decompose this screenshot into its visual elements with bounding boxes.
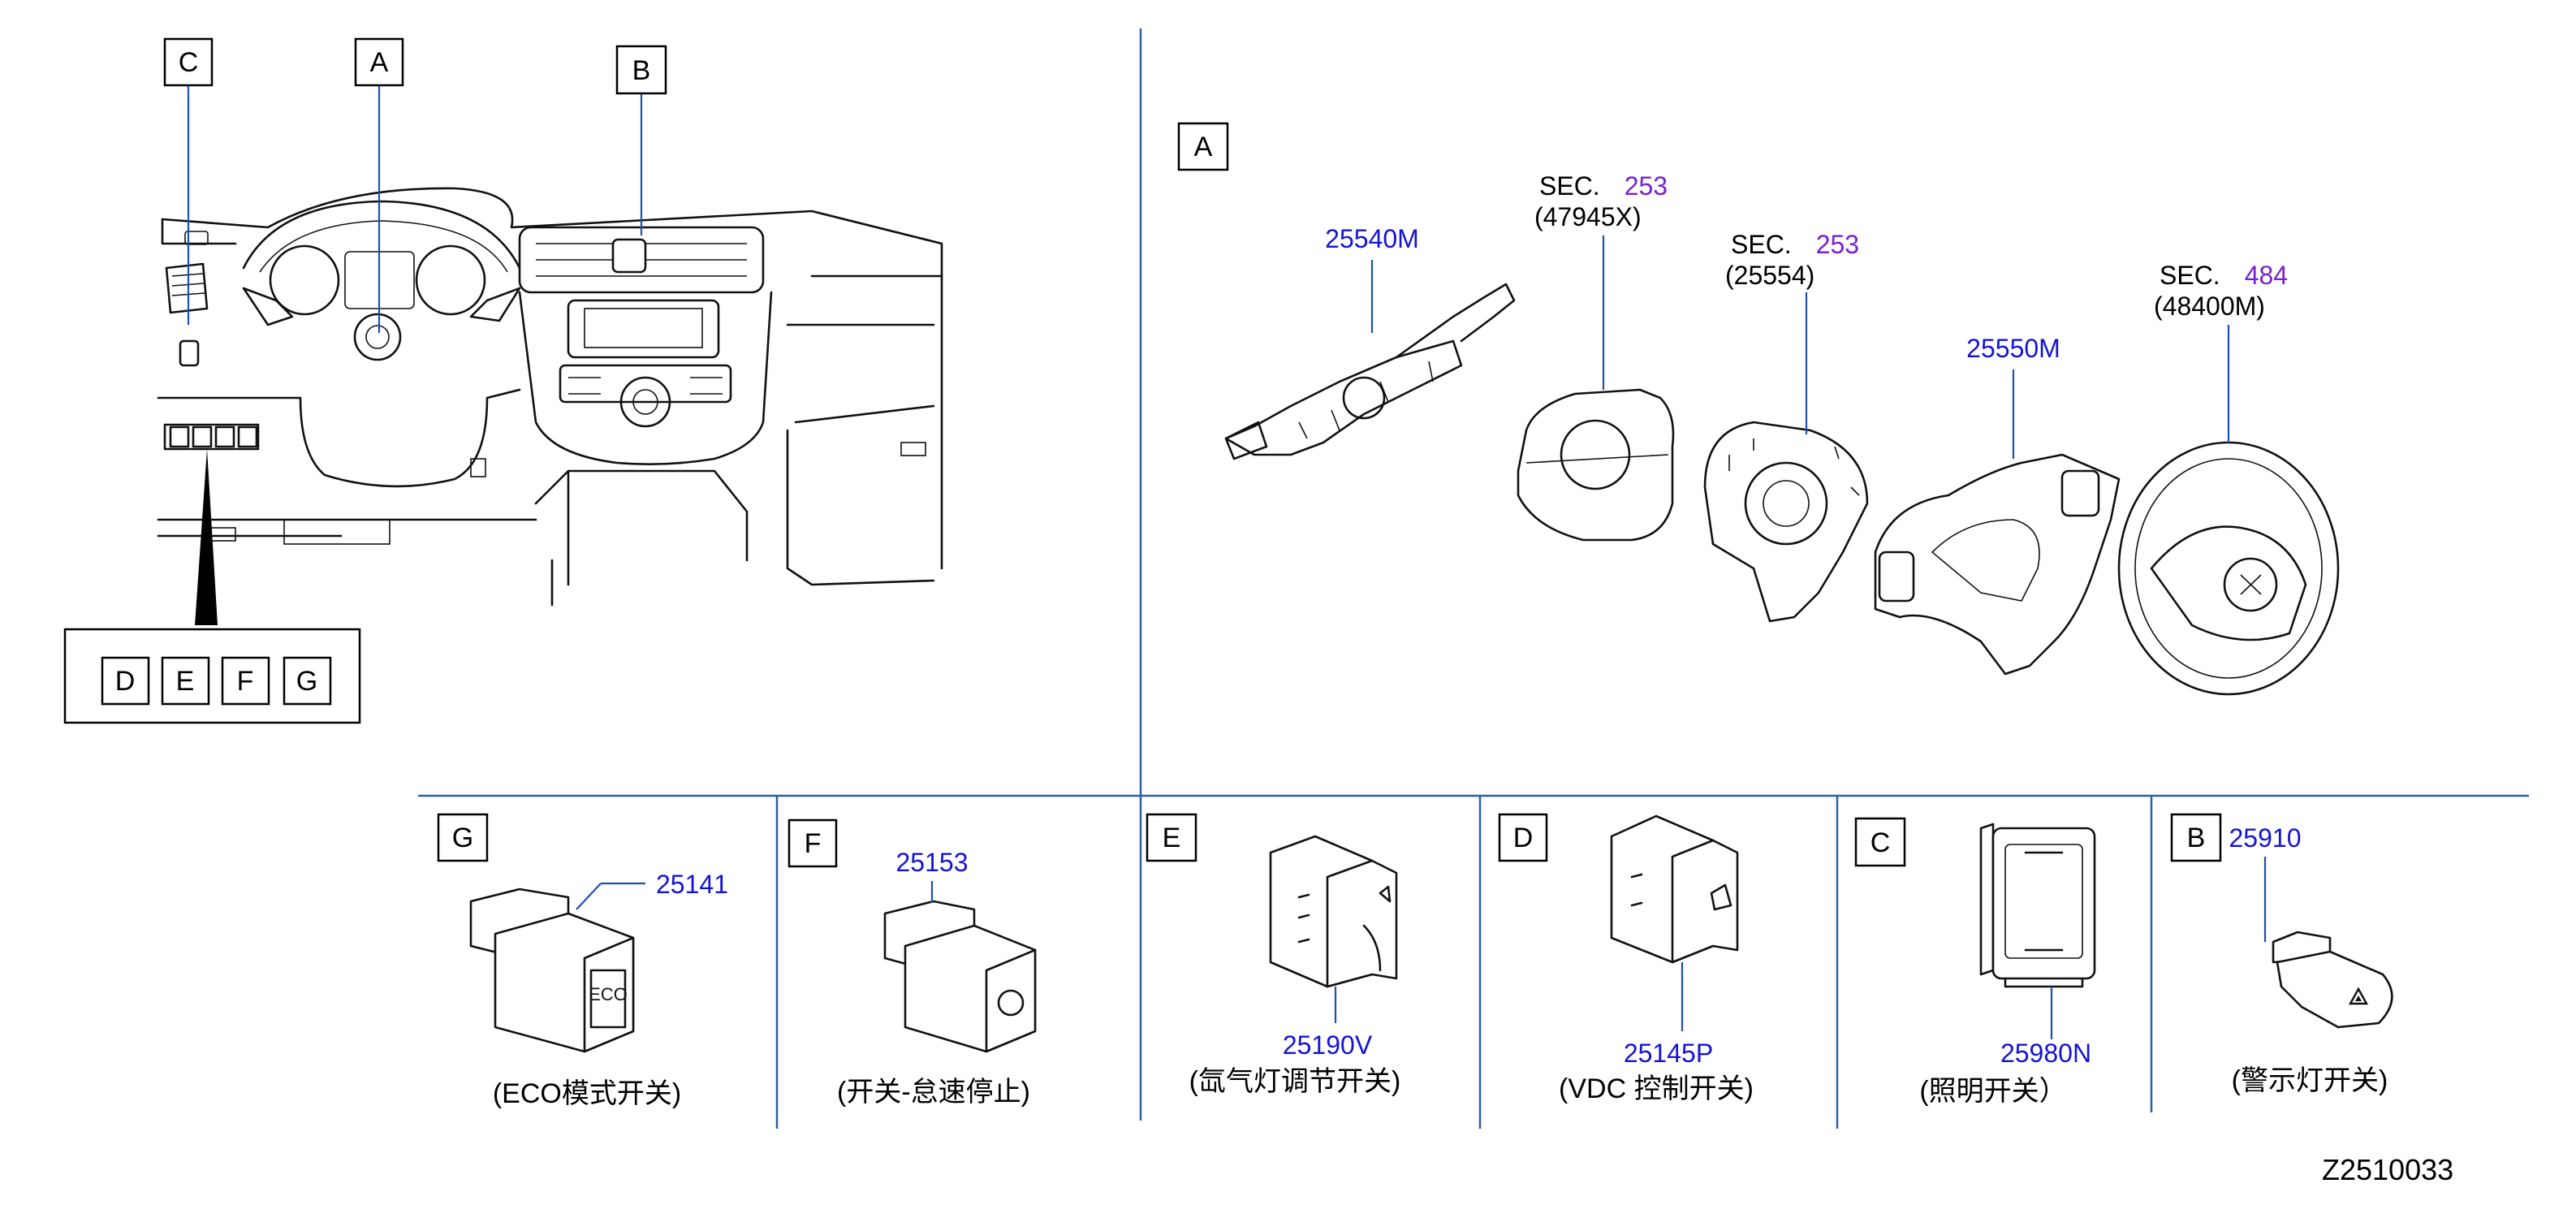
panel-e-label: E — [1163, 823, 1181, 853]
part-number-25190v: 25190V — [1283, 1030, 1373, 1060]
panel-e: E 25190V (氙气灯调节开关) — [1146, 813, 1401, 1097]
clock-spring — [1703, 421, 1869, 623]
panel-f: F 25153 (开关-怠速停止) — [787, 818, 1037, 1108]
sec-253-b: SEC.253 — [1731, 230, 1859, 259]
panel-b: B 25910 (警示灯开关) — [2170, 813, 2393, 1096]
panel-b-label: B — [2187, 823, 2206, 853]
callout-c-label: C — [179, 47, 199, 78]
headlamp-leveling-switch-drawing — [1269, 835, 1398, 988]
callout-a: A — [354, 37, 404, 87]
sec-253-b-sub: (25554) — [1725, 261, 1814, 290]
caption-eco-switch: (ECO模式开关) — [493, 1078, 681, 1109]
callout-g-label: G — [296, 666, 317, 697]
panel-c: C 25980N (照明开关） — [1854, 817, 2096, 1107]
dashboard-illustration — [157, 187, 943, 625]
vdc-switch-drawing — [1610, 814, 1739, 964]
part-number-25980n: 25980N — [2000, 1039, 2091, 1068]
caption-idle-stop-switch: (开关-怠速停止) — [837, 1077, 1030, 1108]
part-number-25153: 25153 — [896, 848, 969, 877]
drawing-reference-number: Z2510033 — [2322, 1153, 2453, 1186]
sec-253-a-sub: (47945X) — [1534, 202, 1642, 231]
callout-c: C — [163, 37, 214, 87]
callout-a-label: A — [370, 47, 389, 78]
panel-d-label: D — [1513, 823, 1534, 853]
callout-d-label: D — [115, 666, 136, 697]
idle-stop-switch-drawing — [883, 900, 1037, 1053]
svg-text:A: A — [1194, 132, 1213, 162]
combination-switch — [1224, 283, 1516, 460]
callout-f-label: F — [237, 666, 254, 697]
eco-switch-drawing: ECO — [469, 888, 635, 1053]
section-a-label: A — [1177, 122, 1229, 171]
panel-g: G ECO 25141 (ECO模式开关) — [437, 813, 728, 1109]
panel-g-label: G — [452, 823, 473, 853]
spiral-cable — [1517, 388, 1675, 542]
eco-face-text: ECO — [589, 984, 628, 1004]
callout-e-label: E — [176, 666, 195, 697]
panel-f-label: F — [805, 828, 822, 859]
sec-484-sub: (48400M) — [2154, 292, 2265, 321]
part-number-25910: 25910 — [2229, 823, 2302, 853]
part-number-25145p: 25145P — [1624, 1039, 1713, 1068]
callout-b-label: B — [632, 55, 651, 86]
steering-trim — [1874, 453, 2121, 676]
illumination-switch-drawing — [1979, 823, 2096, 988]
panel-d: D 25145P (VDC 控制开关) — [1498, 813, 1754, 1104]
part-number-25141: 25141 — [656, 870, 728, 899]
sec-484: SEC.484 — [2160, 261, 2288, 290]
panel-c-label: C — [1871, 827, 1891, 858]
callout-b: B — [615, 45, 667, 95]
part-number-25550m: 25550M — [1966, 334, 2060, 363]
callout-group-defg: D E F G — [63, 628, 361, 724]
caption-illumination-switch: (照明开关） — [1919, 1076, 2066, 1107]
part-number-25540m: 25540M — [1325, 224, 1419, 253]
hazard-switch-drawing — [2272, 931, 2393, 1029]
sec-253-a: SEC.253 — [1539, 171, 1668, 201]
panel-dividers — [418, 28, 2529, 1129]
caption-vdc-switch: (VDC 控制开关) — [1559, 1073, 1754, 1104]
steering-wheel — [2117, 441, 2340, 696]
caption-hazard-switch: (警示灯开关) — [2232, 1065, 2388, 1096]
caption-headlamp-leveling-switch: (氙气灯调节开关) — [1189, 1066, 1401, 1097]
